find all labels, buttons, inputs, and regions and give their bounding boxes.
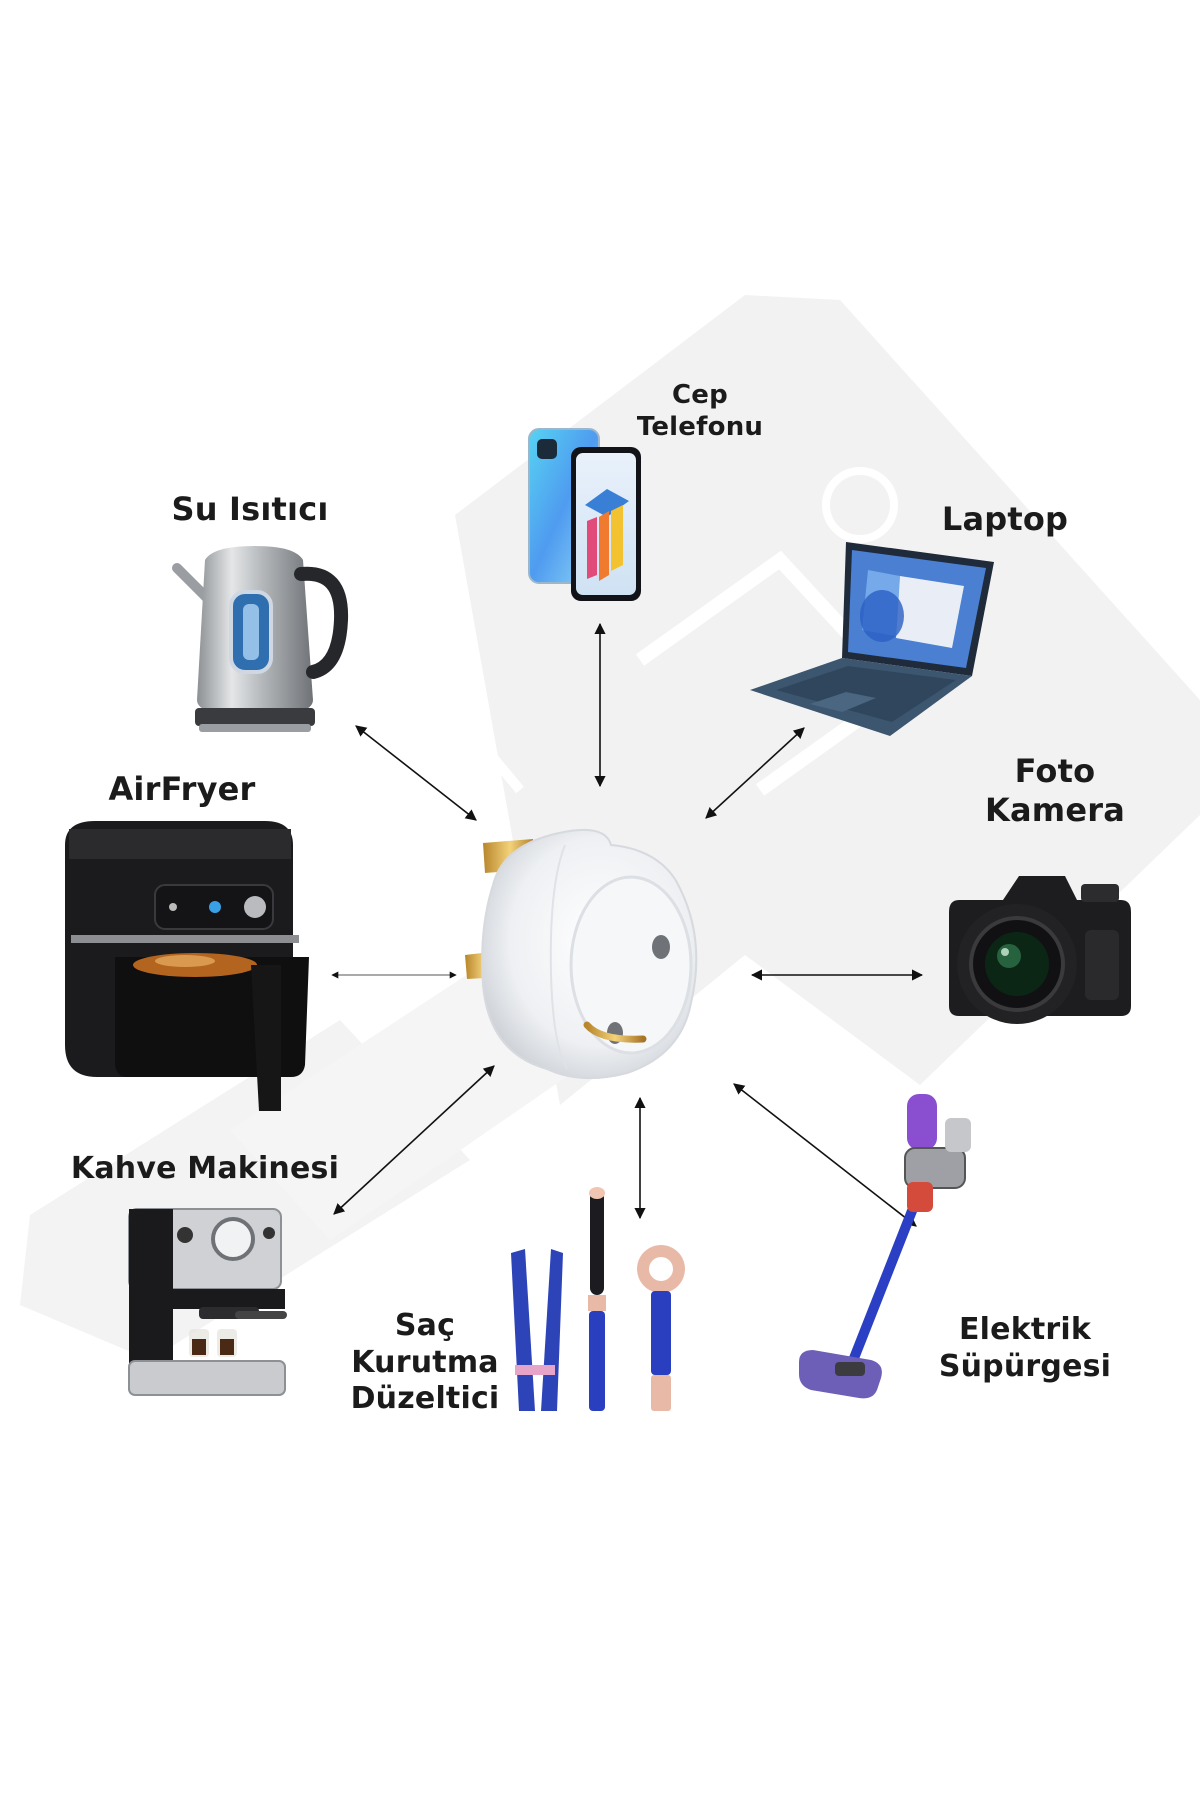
uk-to-schuko-plug-adapter-icon xyxy=(465,828,698,1080)
arrow-vacuum xyxy=(733,1083,917,1227)
label-vacuum: Elektrik Süpürgesi xyxy=(938,1312,1112,1384)
label-kettle: Su Isıtıcı xyxy=(171,490,329,528)
label-coffee: Kahve Makinesi xyxy=(70,1151,340,1186)
label-phone: Cep Telefonu xyxy=(636,380,764,442)
coffee-machine-icon xyxy=(128,1208,287,1396)
phone-icon xyxy=(528,428,641,601)
arrow-laptop xyxy=(705,727,805,819)
vacuum-cleaner-icon xyxy=(799,1094,971,1399)
airfryer-icon xyxy=(65,821,309,1111)
camera-icon xyxy=(949,876,1131,1024)
hair-tools-icon xyxy=(511,1187,685,1411)
arrow-coffee xyxy=(333,1065,495,1215)
kettle-icon xyxy=(172,546,349,732)
label-laptop: Laptop xyxy=(941,500,1069,538)
laptop-icon xyxy=(750,542,994,736)
arrow-kettle xyxy=(355,725,477,821)
label-hair: Saç Kurutma Düzeltici xyxy=(350,1308,500,1417)
label-camera: Foto Kamera xyxy=(984,752,1125,830)
label-airfryer: AirFryer xyxy=(108,770,256,808)
